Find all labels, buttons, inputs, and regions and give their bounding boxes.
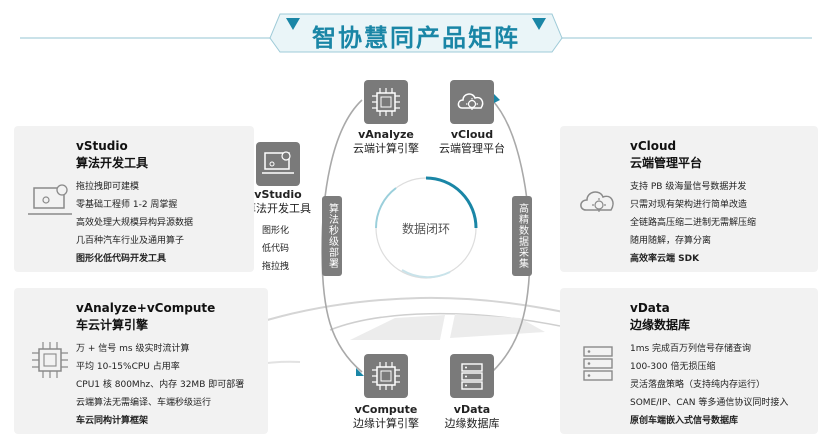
list-item: 支持 PB 级海量信号数据并发 (630, 182, 747, 192)
vanalyze-card-title: vAnalyze+vCompute (76, 301, 216, 315)
right-vertical-label: 高精数据采集 (512, 196, 532, 276)
list-item-highlight: 图形化低代码开发工具 (76, 254, 167, 264)
vcloud-node-name: vCloud (450, 128, 494, 141)
cloud-gear-icon (457, 93, 484, 110)
vcloud-node-desc: 云端管理平台 (439, 142, 505, 155)
vstudio-card-title: vStudio (76, 139, 128, 153)
chip-icon (372, 362, 400, 390)
list-item: 高效处理大规模异构异源数据 (76, 218, 194, 228)
page-title: 智协慧同产品矩阵 (312, 24, 520, 52)
vdata-card: vData 边缘数据库 1ms 完成百万列信号存储查询 100-300 倍无损压… (560, 288, 818, 434)
vcompute-node-icon (364, 354, 408, 398)
vstudio-feature: 图形化 (262, 226, 290, 236)
list-item: 拖拉拽即可建模 (76, 182, 140, 192)
chip-icon (372, 88, 400, 116)
list-item: 100-300 倍无损压缩 (630, 362, 716, 372)
laptop-gear-icon (262, 151, 294, 174)
list-item: 零基础工程师 1-2 周掌握 (76, 200, 178, 210)
vdata-card-subtitle: 边缘数据库 (630, 318, 691, 332)
vstudio-feature: 低代码 (262, 244, 290, 254)
list-item: 随用随解，存算分离 (630, 236, 712, 246)
list-item: 只需对现有架构进行简单改造 (630, 200, 748, 210)
vcompute-node-name: vCompute (354, 403, 418, 416)
vdata-node-desc: 边缘数据库 (444, 417, 500, 430)
vanalyze-node-desc: 云端计算引擎 (353, 142, 419, 155)
header-decoration (20, 13, 812, 53)
list-item: 万 + 信号 ms 级实时流计算 (76, 344, 190, 354)
database-icon (461, 363, 483, 390)
vanalyze-node-name: vAnalyze (358, 128, 414, 141)
list-item: 云端算法无需编译、车端秒级运行 (76, 398, 212, 408)
list-item: SOME/IP、CAN 等多通信协议同时接入 (630, 398, 789, 408)
vanalyze-card-subtitle: 车云计算引擎 (76, 318, 149, 332)
vanalyze-card-list: 万 + 信号 ms 级实时流计算 平均 10-15%CPU 占用率 CPU1 核… (76, 340, 268, 430)
list-item: 几百种汽车行业及通用算子 (76, 236, 185, 246)
vcloud-card-list: 支持 PB 级海量信号数据并发 只需对现有架构进行简单改造 全链路高压缩二进制无… (630, 178, 816, 268)
list-item-highlight: 高效率云端 SDK (630, 254, 700, 264)
vstudio-feature: 拖拉拽 (262, 262, 290, 272)
vdata-card-title: vData (630, 301, 670, 315)
chip-icon (32, 342, 68, 378)
list-item: 1ms 完成百万列信号存储查询 (630, 344, 752, 354)
loop-center-label: 数据闭环 (401, 222, 450, 236)
vanalyze-vcompute-card: vAnalyze+vCompute 车云计算引擎 万 + 信号 ms 级实时流计… (14, 288, 268, 434)
list-item: 灵活落盘策略（支持纯内存运行） (630, 380, 766, 390)
database-icon (583, 346, 613, 381)
vstudio-node-name: vStudio (254, 188, 302, 201)
cloud-gear-icon (580, 191, 614, 212)
vstudio-node-icon (256, 142, 300, 186)
vdata-node-icon (450, 354, 494, 398)
vstudio-feature-list: 图形化 低代码 拖拉拽 (262, 222, 322, 276)
vcloud-card-title: vCloud (630, 139, 677, 153)
vanalyze-node-icon (364, 80, 408, 124)
vstudio-card-subtitle: 算法开发工具 (76, 156, 149, 170)
vstudio-node-desc: 算法开发工具 (245, 202, 311, 215)
list-item: 平均 10-15%CPU 占用率 (76, 362, 180, 372)
vcloud-node-icon (450, 80, 494, 124)
vstudio-card-list: 拖拉拽即可建模 零基础工程师 1-2 周掌握 高效处理大规模异构异源数据 几百种… (76, 178, 254, 268)
vcompute-node-desc: 边缘计算引擎 (353, 417, 419, 430)
vstudio-card: vStudio 算法开发工具 拖拉拽即可建模 零基础工程师 1-2 周掌握 高效… (14, 126, 254, 272)
list-item-highlight: 车云同构计算框架 (76, 416, 149, 426)
left-vertical-label: 算法秒级部署 (322, 196, 342, 276)
vdata-node-name: vData (453, 403, 491, 416)
list-item: CPU1 核 800Mhz、内存 32MB 即可部署 (76, 380, 245, 390)
laptop-gear-icon (28, 184, 72, 215)
list-item: 全链路高压缩二进制无需解压缩 (630, 218, 757, 228)
vcloud-card: vCloud 云端管理平台 支持 PB 级海量信号数据并发 只需对现有架构进行简… (560, 126, 818, 272)
vdata-card-list: 1ms 完成百万列信号存储查询 100-300 倍无损压缩 灵活落盘策略（支持纯… (630, 340, 818, 430)
list-item-highlight: 原创车端嵌入式信号数据库 (630, 416, 739, 426)
vcloud-card-subtitle: 云端管理平台 (630, 156, 703, 170)
